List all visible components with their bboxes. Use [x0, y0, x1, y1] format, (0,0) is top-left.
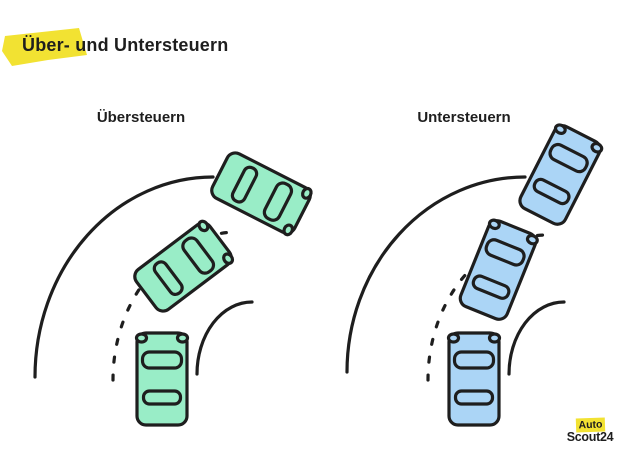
car-understeering: [514, 120, 606, 230]
page-title: Über- und Untersteuern: [22, 35, 229, 55]
car-straight: [446, 331, 502, 427]
car-straight: [134, 331, 190, 427]
car-turning: [455, 216, 541, 324]
road-inner-edge: [507, 300, 566, 376]
autoscout24-logo: Auto Scout24: [558, 414, 628, 450]
road-outer-edge: [345, 175, 527, 374]
oversteer-diagram: [33, 147, 316, 427]
header: Über- und Untersteuern: [0, 0, 340, 90]
understeer-label: Untersteuern: [417, 109, 511, 126]
car-spun-oversteer: [206, 147, 316, 239]
road-outer-edge: [33, 175, 215, 379]
logo-scout24-text: Scout24: [566, 430, 614, 444]
title-highlight-marker: [2, 28, 87, 66]
road-inner-edge: [195, 300, 254, 376]
understeer-diagram: [345, 120, 606, 427]
car-turning: [129, 217, 237, 317]
oversteer-label: Übersteuern: [96, 109, 186, 126]
